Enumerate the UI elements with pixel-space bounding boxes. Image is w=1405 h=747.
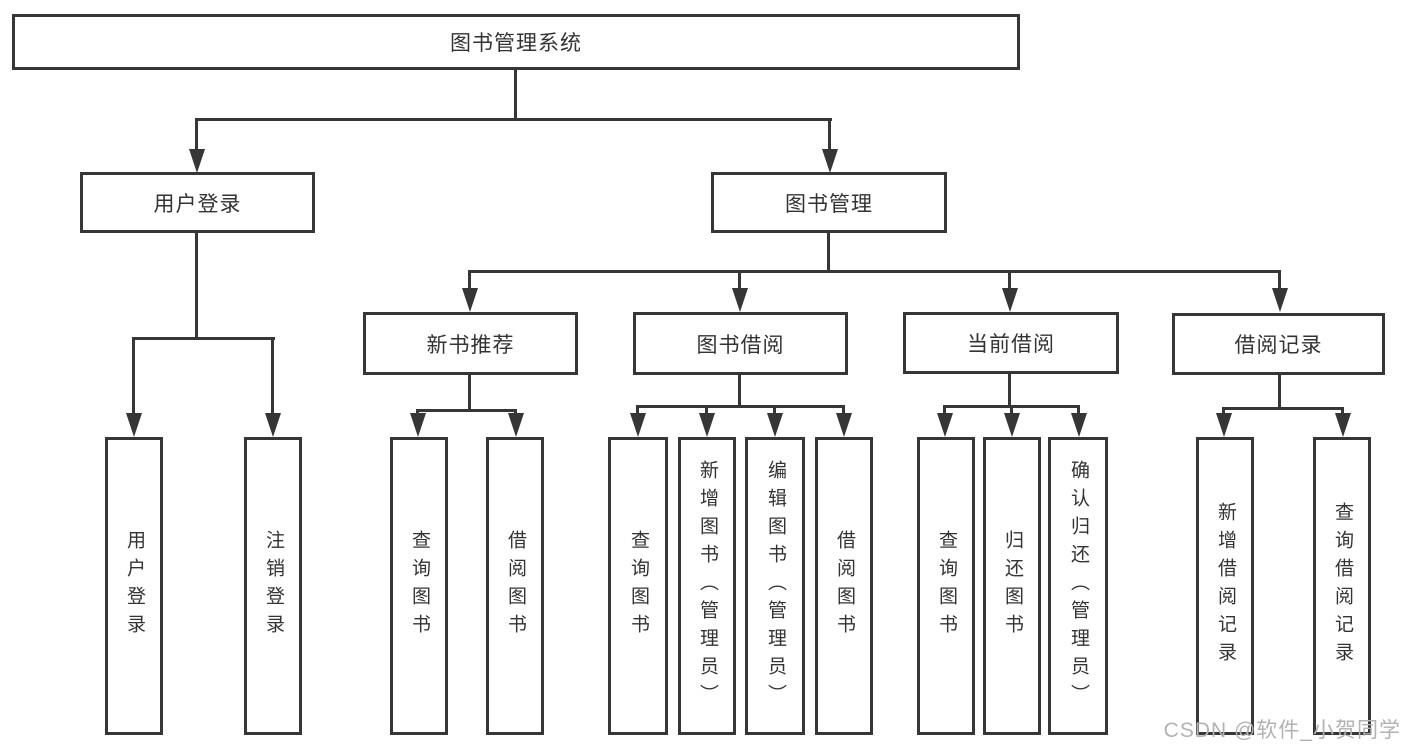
leaf-current-return-books-label: 归还图书 xyxy=(1001,530,1023,642)
node-root-label: 图书管理系统 xyxy=(450,32,582,55)
leaf-current-confirm-return-admin: 确认归还（管理员） xyxy=(1048,437,1108,735)
leaf-recommend-query-books-label: 查询图书 xyxy=(408,530,430,642)
node-book-management-label: 图书管理 xyxy=(785,192,873,216)
connector-line xyxy=(1010,405,1013,416)
connector-line xyxy=(1278,270,1281,290)
connector-line xyxy=(842,405,845,416)
leaf-borrowing-borrow-books: 借阅图书 xyxy=(815,437,873,735)
arrow-down-icon xyxy=(1002,288,1018,312)
connector-line xyxy=(195,118,198,152)
connector-line xyxy=(636,405,845,408)
connector-line xyxy=(943,405,946,416)
arrow-down-icon xyxy=(189,149,205,173)
connector-line xyxy=(1077,405,1080,416)
leaf-user-login-label: 用户登录 xyxy=(123,530,145,642)
node-root: 图书管理系统 xyxy=(12,14,1020,70)
node-book-management: 图书管理 xyxy=(711,172,947,233)
leaf-recommend-query-books: 查询图书 xyxy=(390,437,448,735)
leaf-borrowing-edit-books-admin-label: 编辑图书（管理员） xyxy=(764,460,786,712)
leaf-borrowing-add-books-admin: 新增图书（管理员） xyxy=(678,437,736,735)
node-new-book-recommend: 新书推荐 xyxy=(363,312,578,375)
arrow-down-icon xyxy=(462,288,478,312)
connector-line xyxy=(195,118,832,121)
leaf-logout-label: 注销登录 xyxy=(262,530,284,642)
connector-line xyxy=(468,270,1281,273)
connector-line xyxy=(1222,407,1344,410)
arrow-down-icon xyxy=(767,413,783,437)
arrow-down-icon xyxy=(1335,413,1351,437)
arrow-down-icon xyxy=(822,149,838,173)
node-book-borrowing-label: 图书借阅 xyxy=(696,333,785,357)
connector-line xyxy=(468,375,471,412)
leaf-current-query-books-label: 查询图书 xyxy=(935,530,957,642)
leaf-borrowing-query-books: 查询图书 xyxy=(608,437,668,735)
connector-line xyxy=(1222,407,1225,416)
node-new-book-recommend-label: 新书推荐 xyxy=(426,333,515,357)
connector-line xyxy=(636,405,639,416)
arrow-down-icon xyxy=(699,413,715,437)
leaf-logout: 注销登录 xyxy=(244,437,302,735)
leaf-borrowing-add-books-admin-label: 新增图书（管理员） xyxy=(696,460,718,712)
leaf-borrowing-edit-books-admin: 编辑图书（管理员） xyxy=(745,437,805,735)
leaf-current-confirm-return-admin-label: 确认归还（管理员） xyxy=(1067,460,1089,712)
arrow-down-icon xyxy=(732,288,748,312)
connector-line xyxy=(416,409,517,412)
leaf-records-query-record: 查询借阅记录 xyxy=(1313,437,1371,735)
connector-line xyxy=(705,405,708,416)
connector-line xyxy=(1341,407,1344,416)
leaf-records-query-record-label: 查询借阅记录 xyxy=(1331,502,1353,670)
arrow-down-icon xyxy=(410,413,426,437)
connector-line xyxy=(132,337,275,340)
node-book-borrowing: 图书借阅 xyxy=(633,312,848,375)
leaf-current-query-books: 查询图书 xyxy=(917,437,975,735)
arrow-down-icon xyxy=(630,413,646,437)
leaf-records-add-record: 新增借阅记录 xyxy=(1196,437,1254,735)
arrow-down-icon xyxy=(1216,413,1232,437)
leaf-recommend-borrow-books: 借阅图书 xyxy=(486,437,544,735)
node-borrow-records: 借阅记录 xyxy=(1172,313,1385,375)
connector-line xyxy=(514,70,517,120)
arrow-down-icon xyxy=(937,413,953,437)
node-current-borrowing: 当前借阅 xyxy=(903,312,1119,374)
node-user-login-label: 用户登录 xyxy=(153,192,242,216)
leaf-records-add-record-label: 新增借阅记录 xyxy=(1214,502,1236,670)
arrow-down-icon xyxy=(265,413,281,437)
arrow-down-icon xyxy=(1004,413,1020,437)
leaf-borrowing-borrow-books-label: 借阅图书 xyxy=(833,530,855,642)
node-user-login: 用户登录 xyxy=(80,172,315,233)
connector-line xyxy=(1008,374,1011,408)
connector-line xyxy=(132,337,135,415)
leaf-current-return-books: 归还图书 xyxy=(983,437,1041,735)
arrow-down-icon xyxy=(126,413,142,437)
leaf-borrowing-query-books-label: 查询图书 xyxy=(627,530,649,642)
leaf-user-login: 用户登录 xyxy=(105,437,163,735)
connector-line xyxy=(827,233,830,273)
connector-line xyxy=(1008,270,1011,290)
connector-line xyxy=(195,233,198,340)
arrow-down-icon xyxy=(1071,413,1087,437)
arrow-down-icon xyxy=(836,413,852,437)
connector-line xyxy=(468,270,471,290)
connector-line xyxy=(1278,375,1281,409)
connector-line xyxy=(828,118,831,152)
arrow-down-icon xyxy=(508,413,524,437)
node-borrow-records-label: 借阅记录 xyxy=(1234,334,1323,357)
connector-line xyxy=(738,375,741,408)
node-current-borrowing-label: 当前借阅 xyxy=(967,333,1055,356)
csdn-watermark: CSDN @软件_小贺同学 xyxy=(1163,719,1401,742)
connector-line xyxy=(773,405,776,416)
connector-line xyxy=(271,337,274,415)
arrow-down-icon xyxy=(1272,288,1288,312)
leaf-recommend-borrow-books-label: 借阅图书 xyxy=(504,530,526,642)
connector-line xyxy=(738,270,741,290)
